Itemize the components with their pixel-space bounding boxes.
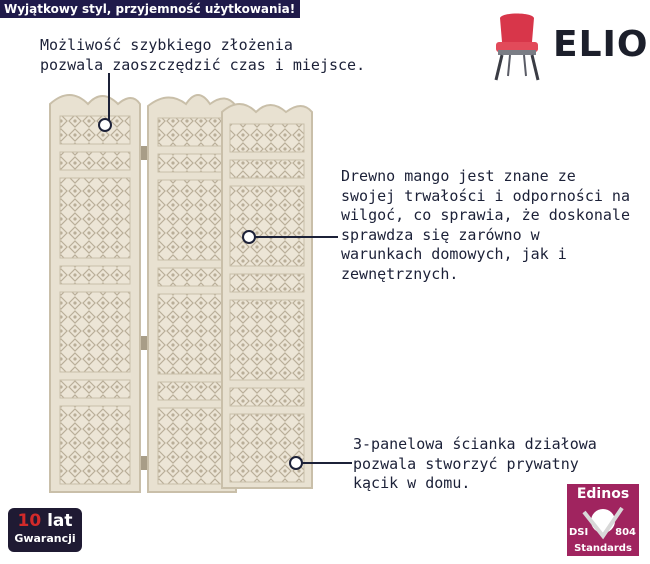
divider-panel xyxy=(49,94,141,493)
callout-folding: Możliwość szybkiego złożenia pozwala zao… xyxy=(40,36,365,75)
callout-line: warunkach domowych, jak i xyxy=(341,245,567,263)
brand-name: ELIOR xyxy=(553,24,650,65)
divider-panel xyxy=(221,103,313,489)
warranty-label: Gwarancji xyxy=(14,532,76,545)
hinge-icon xyxy=(141,146,147,470)
room-divider-image xyxy=(49,94,313,493)
callout-line: pozwala zaoszczędzić czas i miejsce. xyxy=(40,55,366,74)
callout-marker xyxy=(289,456,303,470)
chair-icon xyxy=(494,13,540,81)
warranty-badge: 10 lat Gwarancji xyxy=(8,508,82,552)
callout-line: wilgoć, co sprawia, że doskonale xyxy=(341,206,630,224)
warranty-years: 10 lat xyxy=(8,511,82,531)
callout-wood: Drewno mango jest znane ze swojej trwało… xyxy=(341,167,630,284)
callout-line: 3-panelowa ścianka działowa xyxy=(353,435,597,453)
certificate-brand: Edinos xyxy=(576,486,630,502)
brand-logo xyxy=(494,13,540,81)
warranty-unit: lat xyxy=(47,511,73,531)
callout-line: sprawdza się zarówno w xyxy=(341,225,540,244)
warranty-number: 10 xyxy=(17,511,42,531)
callout-line: zewnętrznych. xyxy=(341,264,459,283)
certificate-badge: Edinos DSI 804 Standards xyxy=(567,484,639,556)
callout-marker xyxy=(98,118,112,132)
callout-line: kącik w domu. xyxy=(353,474,471,492)
callout-marker xyxy=(242,230,256,244)
checkmark-icon xyxy=(582,506,624,540)
callout-leader-line xyxy=(300,462,352,464)
certificate-right: 804 xyxy=(615,527,636,538)
callout-line: swojej trwałości i odporności na xyxy=(341,186,630,205)
callout-leader-line xyxy=(108,73,110,123)
top-banner: Wyjątkowy styl, przyjemność użytkowania! xyxy=(0,0,300,18)
divider-panel xyxy=(147,94,237,493)
certificate-label: Standards xyxy=(574,543,632,554)
callout-line: pozwala stworzyć prywatny xyxy=(353,454,579,473)
callout-line: Drewno mango jest znane ze xyxy=(341,167,576,185)
callout-leader-line xyxy=(254,236,338,238)
callout-line: Możliwość szybkiego złożenia xyxy=(40,36,293,54)
certificate-left: DSI xyxy=(569,527,589,538)
callout-panels: 3-panelowa ścianka działowa pozwala stwo… xyxy=(353,435,597,494)
